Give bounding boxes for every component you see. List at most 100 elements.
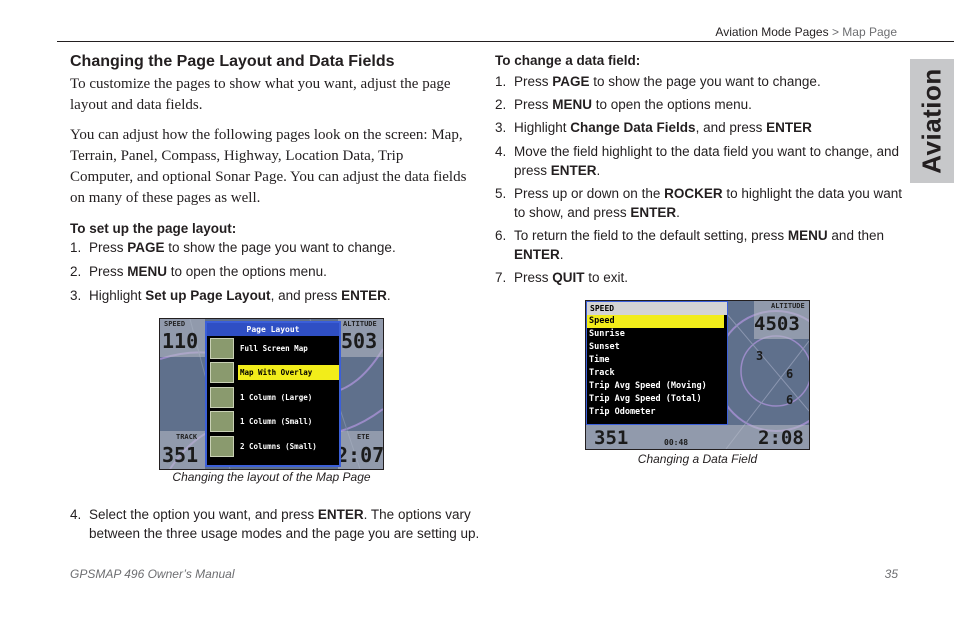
ete-label: ETE bbox=[357, 433, 370, 441]
layout-option[interactable]: Full Screen Map bbox=[207, 336, 339, 361]
map-number: 6 bbox=[786, 367, 794, 381]
data-field-option[interactable]: Sunrise bbox=[589, 329, 625, 339]
data-field-option[interactable]: Speed bbox=[587, 315, 724, 328]
key-name: PAGE bbox=[552, 74, 590, 89]
data-field-screenshot: 351 ALTITUDE 4503 3 6 6 351 00:48 2:08 S… bbox=[585, 300, 810, 450]
step-text: to highlight the data you want bbox=[722, 186, 902, 201]
step-text: . bbox=[559, 247, 564, 262]
data-field-option[interactable]: Track bbox=[589, 368, 615, 378]
step-text: between the three usage modes and the pa… bbox=[89, 526, 480, 541]
data-field-option[interactable]: Trip Odometer bbox=[589, 407, 656, 417]
key-name: ENTER bbox=[630, 205, 677, 220]
speed-label: SPEED bbox=[164, 320, 186, 328]
step-text: and then bbox=[827, 228, 884, 243]
step-text: Press up or down on the bbox=[514, 186, 665, 201]
breadcrumb-separator: > bbox=[831, 25, 839, 39]
step-number: 1. bbox=[70, 240, 82, 255]
track-label: TRACK bbox=[176, 433, 198, 441]
layout-thumbnail-icon bbox=[210, 362, 234, 384]
layout-thumbnail-icon bbox=[210, 386, 234, 408]
layout-thumbnail-icon bbox=[210, 435, 234, 457]
header-rule bbox=[57, 41, 954, 42]
page-layout-screenshot: SPEED 110 ALTITUDE 503 TRACK 351 ETE 2:0… bbox=[159, 318, 384, 470]
step-number: 2. bbox=[70, 264, 82, 279]
data-field-option[interactable]: Time bbox=[589, 355, 610, 365]
ete-value: 2:08 bbox=[758, 427, 804, 449]
step-text: to show the page you want to change. bbox=[164, 240, 396, 255]
altitude-label: ALTITUDE bbox=[343, 320, 377, 328]
track-value: 351 bbox=[594, 427, 629, 449]
layout-option[interactable]: 1 Column (Small) bbox=[207, 410, 339, 435]
side-tab-label: Aviation bbox=[916, 68, 947, 174]
data-field-option[interactable]: Sunset bbox=[589, 342, 620, 352]
key-name: MENU bbox=[552, 97, 593, 112]
step-text: , and press bbox=[695, 120, 767, 135]
field-label: SPEED bbox=[587, 302, 727, 315]
data-field-option[interactable]: Trip Avg Speed (Total) bbox=[589, 394, 702, 404]
key-name: QUIT bbox=[552, 270, 585, 285]
layout-option-label: Full Screen Map bbox=[240, 343, 308, 353]
intro-paragraph: To customize the pages to show what you … bbox=[70, 76, 451, 113]
layout-option-label: 2 Columns (Small) bbox=[240, 441, 317, 451]
step-text: to show the page you want to change. bbox=[589, 74, 821, 89]
key-name: ENTER bbox=[317, 507, 364, 522]
ete-value: 2:07 bbox=[336, 443, 384, 467]
key-name: MENU bbox=[787, 228, 828, 243]
footer-manual-title: GPSMAP 496 Owner’s Manual bbox=[70, 567, 235, 581]
step-text: . bbox=[386, 288, 391, 303]
layout-thumbnail-icon bbox=[210, 337, 234, 359]
step-text: Press bbox=[89, 264, 128, 279]
layout-option[interactable]: 2 Columns (Small) bbox=[207, 434, 339, 459]
page-number: 35 bbox=[884, 567, 898, 581]
figure-caption-layout: Changing the layout of the Map Page bbox=[172, 470, 371, 484]
layout-subheading: To set up the page layout: bbox=[70, 221, 237, 236]
altitude-label: ALTITUDE bbox=[771, 302, 805, 310]
step-text: To return the field to the default setti… bbox=[514, 228, 788, 243]
key-name: Change Data Fields bbox=[570, 120, 696, 135]
key-name: ENTER bbox=[550, 163, 597, 178]
key-name: MENU bbox=[127, 264, 168, 279]
layout-option[interactable]: Map With Overlay bbox=[207, 361, 339, 386]
step-number: 3. bbox=[495, 120, 507, 135]
time-value: 00:48 bbox=[664, 438, 689, 447]
layout-thumbnail-icon bbox=[210, 411, 234, 433]
left-column: Changing the Page Layout and Data Fields… bbox=[70, 53, 470, 209]
step-text: . bbox=[676, 205, 680, 220]
map-number: 6 bbox=[786, 393, 794, 407]
altitude-value: 503 bbox=[341, 329, 378, 353]
step-text: Highlight bbox=[514, 120, 571, 135]
layout-option[interactable]: 1 Column (Large) bbox=[207, 385, 339, 410]
step-text: to open the options menu. bbox=[167, 264, 327, 279]
breadcrumb-section: Aviation Mode Pages bbox=[715, 25, 829, 39]
breadcrumb: Aviation Mode Pages > Map Page bbox=[715, 25, 897, 39]
step-text: Select the option you want, and press bbox=[89, 507, 318, 522]
step-text: press bbox=[514, 163, 551, 178]
altitude-value: 4503 bbox=[754, 313, 800, 335]
step-number: 3. bbox=[70, 288, 82, 303]
step-text: to open the options menu. bbox=[592, 97, 752, 112]
map-number: 3 bbox=[756, 349, 764, 363]
step-text: Highlight bbox=[89, 288, 146, 303]
step-text: Press bbox=[514, 270, 553, 285]
data-field-option[interactable]: Trip Avg Speed (Moving) bbox=[589, 381, 707, 391]
pages-paragraph: You can adjust how the following pages l… bbox=[70, 127, 467, 206]
section-side-tab: Aviation bbox=[910, 59, 954, 183]
menu-title: Page Layout bbox=[207, 323, 339, 336]
key-name: ENTER bbox=[341, 288, 387, 303]
step-number: 1. bbox=[495, 74, 507, 89]
step-text: to exit. bbox=[584, 270, 629, 285]
step-number: 4. bbox=[495, 144, 507, 159]
step-number: 4. bbox=[70, 507, 82, 522]
step-text: . The options vary bbox=[363, 507, 471, 522]
step-text: Press bbox=[514, 97, 553, 112]
step-text: Press bbox=[89, 240, 128, 255]
layout-option-label: 1 Column (Large) bbox=[240, 392, 313, 402]
data-field-subheading: To change a data field: bbox=[495, 53, 641, 68]
key-name: ROCKER bbox=[664, 186, 723, 201]
step-text: to show, and press bbox=[514, 205, 631, 220]
key-name: Set up Page Layout bbox=[145, 288, 271, 303]
speed-value: 110 bbox=[162, 329, 199, 353]
step-text: Press bbox=[514, 74, 553, 89]
